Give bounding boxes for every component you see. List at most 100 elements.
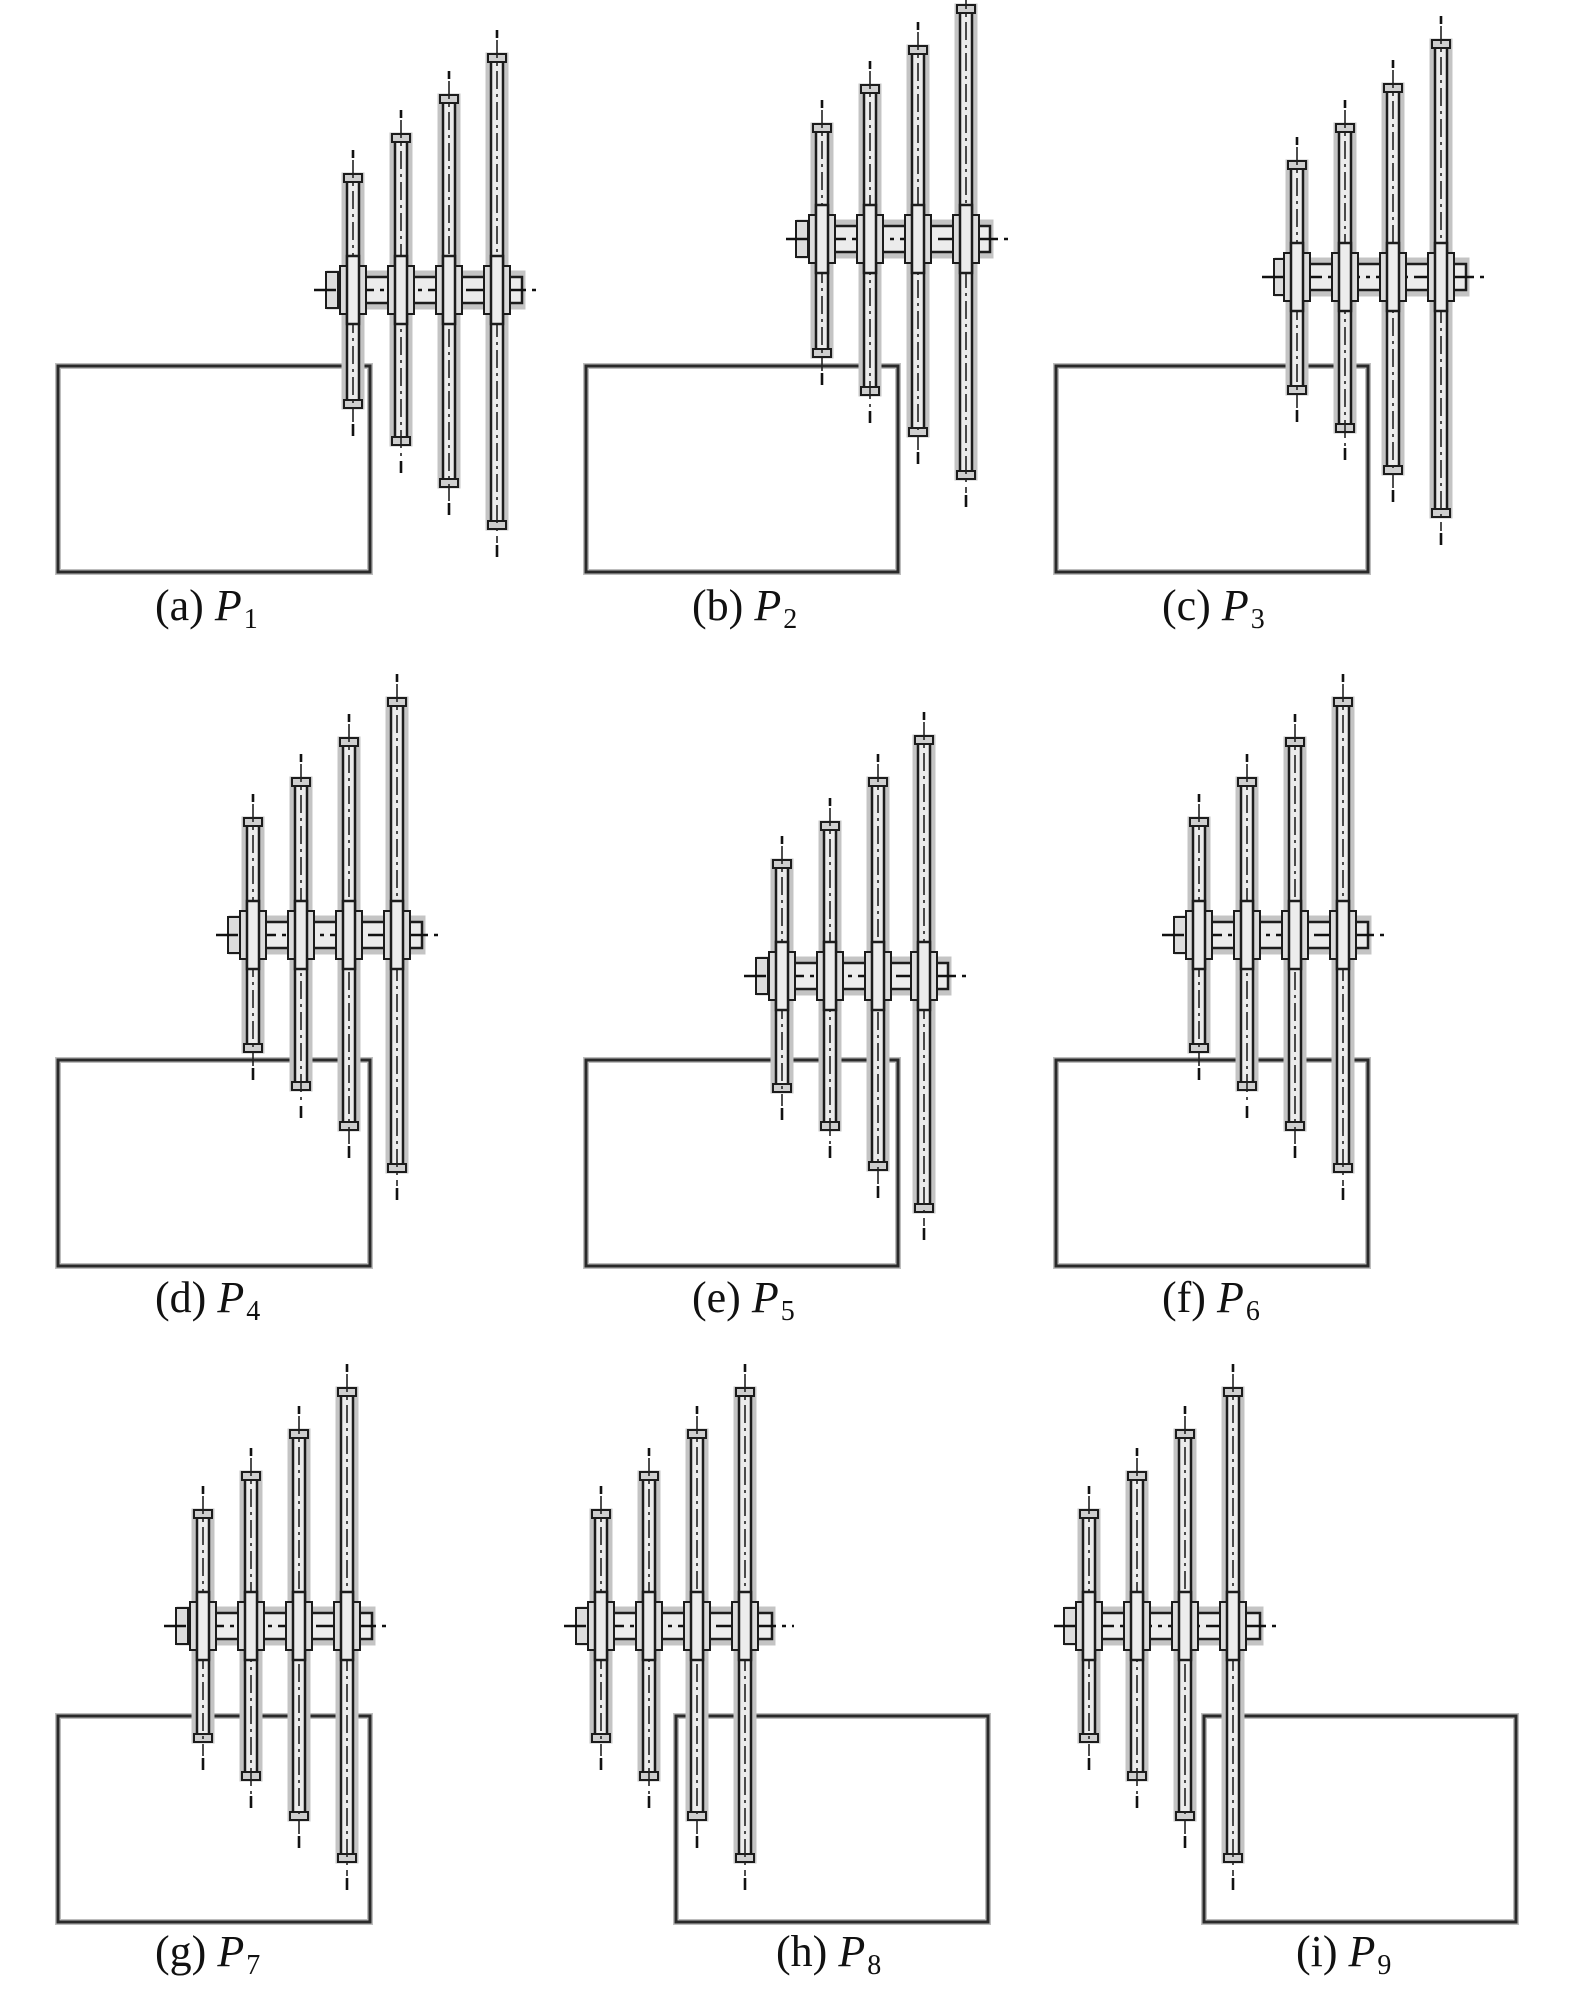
panel-caption: (f) P6 bbox=[1162, 1273, 1260, 1327]
caption-subscript: 7 bbox=[246, 1950, 260, 1981]
panel-caption: (a) P1 bbox=[155, 581, 258, 635]
hub-collar bbox=[441, 254, 457, 326]
caption-prefix: (e) bbox=[692, 1273, 741, 1322]
workpiece-rectangle bbox=[584, 1058, 900, 1268]
workpiece-rectangle bbox=[56, 1058, 372, 1268]
hub-collar bbox=[689, 1590, 705, 1662]
spindle bbox=[1427, 16, 1455, 545]
hub-collar bbox=[822, 940, 838, 1012]
caption-variable: P bbox=[216, 1927, 244, 1976]
spindle bbox=[285, 1406, 313, 1848]
hub-collar bbox=[916, 940, 932, 1012]
hub-collar bbox=[1433, 241, 1449, 313]
caption-variable: P bbox=[1216, 1273, 1244, 1322]
caption-prefix: (d) bbox=[155, 1273, 206, 1322]
spindle bbox=[333, 1364, 361, 1890]
caption-space bbox=[204, 581, 215, 630]
hub-collar bbox=[737, 1590, 753, 1662]
workpiece-rectangle bbox=[1202, 1714, 1518, 1924]
panel-caption: (c) P3 bbox=[1162, 581, 1265, 635]
caption-space bbox=[1206, 1273, 1217, 1322]
hub-collar bbox=[641, 1590, 657, 1662]
hub-collar bbox=[393, 254, 409, 326]
panel-caption: (g) P7 bbox=[155, 1927, 260, 1981]
caption-variable: P bbox=[1221, 581, 1249, 630]
caption-space bbox=[206, 1273, 217, 1322]
caption-subscript: 3 bbox=[1251, 604, 1265, 635]
workpiece-rectangle bbox=[56, 1714, 372, 1924]
spindle bbox=[1379, 60, 1407, 502]
hub-collar bbox=[593, 1590, 609, 1662]
hub-collar bbox=[1287, 899, 1303, 971]
workpiece-rectangle bbox=[674, 1714, 990, 1924]
spindle bbox=[1329, 674, 1357, 1200]
caption-variable: P bbox=[216, 1273, 244, 1322]
spindle bbox=[731, 1364, 759, 1890]
caption-variable: P bbox=[753, 581, 781, 630]
caption-subscript: 6 bbox=[1246, 1296, 1260, 1327]
caption-prefix: (i) bbox=[1296, 1927, 1338, 1976]
spindle bbox=[237, 1448, 265, 1808]
spindle bbox=[1171, 1406, 1199, 1848]
spindle bbox=[1185, 794, 1213, 1080]
spindle bbox=[1123, 1448, 1151, 1808]
caption-prefix: (a) bbox=[155, 581, 204, 630]
hub-collar bbox=[958, 203, 974, 275]
spindle bbox=[587, 1486, 615, 1770]
panel-i: (i) P9 bbox=[1054, 1364, 1519, 1981]
spindle bbox=[383, 674, 411, 1200]
caption-variable: P bbox=[1348, 1927, 1376, 1976]
hub-collar bbox=[341, 899, 357, 971]
hub-collar bbox=[1239, 899, 1255, 971]
panel-caption: (i) P9 bbox=[1296, 1927, 1391, 1981]
panel-e: (e) P5 bbox=[583, 712, 970, 1327]
panel-a: (a) P1 bbox=[55, 30, 542, 635]
hub-collar bbox=[291, 1590, 307, 1662]
workpiece-rectangle bbox=[56, 364, 372, 574]
spindle bbox=[287, 754, 315, 1118]
panel-b: (b) P2 bbox=[583, 0, 1012, 635]
caption-variable: P bbox=[214, 581, 242, 630]
spindle bbox=[339, 150, 367, 436]
caption-prefix: (f) bbox=[1162, 1273, 1206, 1322]
caption-space bbox=[1211, 581, 1222, 630]
panel-d: (d) P4 bbox=[55, 674, 442, 1327]
caption-space bbox=[1338, 1927, 1349, 1976]
hub-collar bbox=[1191, 899, 1207, 971]
caption-prefix: (c) bbox=[1162, 581, 1211, 630]
spindle bbox=[856, 61, 884, 423]
panels-layer: (a) P1(b) P2(c) P3(d) P4(e) P5(f) P6(g) … bbox=[55, 0, 1519, 1981]
hub-collar bbox=[293, 899, 309, 971]
caption-subscript: 4 bbox=[246, 1296, 260, 1327]
caption-subscript: 2 bbox=[783, 604, 797, 635]
spindle bbox=[1331, 100, 1359, 460]
spindle bbox=[435, 71, 463, 515]
caption-space bbox=[206, 1927, 217, 1976]
caption-prefix: (h) bbox=[776, 1927, 827, 1976]
spindle bbox=[683, 1406, 711, 1848]
spindle bbox=[483, 30, 511, 557]
panel-c: (c) P3 bbox=[1053, 16, 1486, 635]
hub-collar bbox=[1385, 241, 1401, 313]
spindle bbox=[239, 794, 267, 1080]
hub-collar bbox=[814, 203, 830, 275]
spindle bbox=[1281, 714, 1309, 1158]
caption-space bbox=[827, 1927, 838, 1976]
workpiece-rectangle bbox=[1054, 1058, 1370, 1268]
hub-collar bbox=[870, 940, 886, 1012]
hub-collar bbox=[339, 1590, 355, 1662]
panel-h: (h) P8 bbox=[564, 1364, 991, 1981]
caption-subscript: 5 bbox=[781, 1296, 795, 1327]
hub-collar bbox=[1289, 241, 1305, 313]
spindle bbox=[387, 110, 415, 473]
spindle bbox=[952, 0, 980, 507]
caption-prefix: (b) bbox=[692, 581, 743, 630]
hub-collar bbox=[195, 1590, 211, 1662]
spindle bbox=[904, 22, 932, 464]
caption-space bbox=[741, 1273, 752, 1322]
panel-g: (g) P7 bbox=[55, 1364, 392, 1981]
spindle bbox=[816, 798, 844, 1158]
spindle bbox=[335, 714, 363, 1158]
panel-caption: (e) P5 bbox=[692, 1273, 795, 1327]
